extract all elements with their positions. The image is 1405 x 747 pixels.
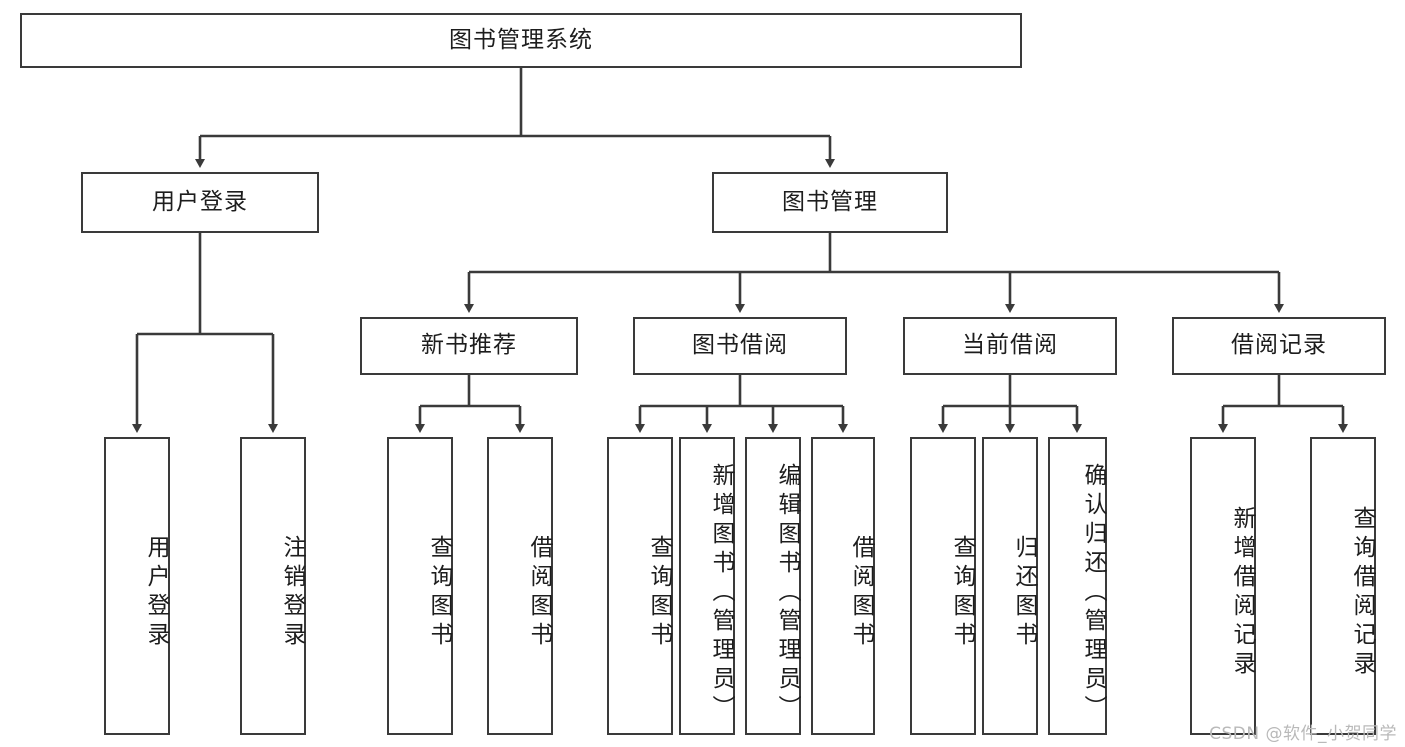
leaf-confirm-return-admin[interactable]: 确认归还（管理员） bbox=[1048, 437, 1107, 735]
leaf-add-borrow-record-label: 新增借阅记录 bbox=[1229, 506, 1255, 680]
node-user-login-label: 用户登录 bbox=[152, 188, 248, 215]
leaf-user-login-label: 用户登录 bbox=[143, 535, 169, 651]
leaf-borrow-book-newbook-label: 借阅图书 bbox=[526, 535, 552, 651]
leaf-query-book-newbook[interactable]: 查询图书 bbox=[387, 437, 453, 735]
node-borrow-record[interactable]: 借阅记录 bbox=[1172, 317, 1386, 375]
leaf-borrow-book-label: 借阅图书 bbox=[848, 535, 874, 651]
leaf-borrow-book-newbook[interactable]: 借阅图书 bbox=[487, 437, 553, 735]
leaf-query-book-borrow[interactable]: 查询图书 bbox=[607, 437, 673, 735]
node-book-borrow[interactable]: 图书借阅 bbox=[633, 317, 847, 375]
node-root[interactable]: 图书管理系统 bbox=[20, 13, 1022, 68]
node-current-borrow-label: 当前借阅 bbox=[962, 332, 1058, 359]
leaf-query-book-borrow-label: 查询图书 bbox=[646, 535, 672, 651]
leaf-add-borrow-record[interactable]: 新增借阅记录 bbox=[1190, 437, 1256, 735]
node-book-management-label: 图书管理 bbox=[782, 188, 878, 215]
leaf-add-book-admin[interactable]: 新增图书（管理员） bbox=[679, 437, 735, 735]
leaf-logout[interactable]: 注销登录 bbox=[240, 437, 306, 735]
leaf-add-book-admin-label: 新增图书（管理员） bbox=[708, 462, 734, 724]
leaf-edit-book-admin-label: 编辑图书（管理员） bbox=[774, 462, 800, 724]
leaf-edit-book-admin[interactable]: 编辑图书（管理员） bbox=[745, 437, 801, 735]
leaf-query-book-current[interactable]: 查询图书 bbox=[910, 437, 976, 735]
leaf-logout-label: 注销登录 bbox=[279, 535, 305, 651]
leaf-return-book[interactable]: 归还图书 bbox=[982, 437, 1038, 735]
leaf-query-borrow-record-label: 查询借阅记录 bbox=[1349, 506, 1375, 680]
node-borrow-record-label: 借阅记录 bbox=[1231, 332, 1327, 359]
leaf-return-book-label: 归还图书 bbox=[1011, 535, 1037, 651]
node-new-book-recommend[interactable]: 新书推荐 bbox=[360, 317, 578, 375]
leaf-user-login[interactable]: 用户登录 bbox=[104, 437, 170, 735]
node-book-management[interactable]: 图书管理 bbox=[712, 172, 948, 233]
node-root-label: 图书管理系统 bbox=[449, 26, 593, 53]
leaf-confirm-return-admin-label: 确认归还（管理员） bbox=[1080, 462, 1106, 724]
leaf-borrow-book[interactable]: 借阅图书 bbox=[811, 437, 875, 735]
leaf-query-book-newbook-label: 查询图书 bbox=[426, 535, 452, 651]
node-current-borrow[interactable]: 当前借阅 bbox=[903, 317, 1117, 375]
leaf-query-book-current-label: 查询图书 bbox=[949, 535, 975, 651]
node-user-login[interactable]: 用户登录 bbox=[81, 172, 319, 233]
leaf-query-borrow-record[interactable]: 查询借阅记录 bbox=[1310, 437, 1376, 735]
node-book-borrow-label: 图书借阅 bbox=[692, 332, 788, 359]
node-new-book-recommend-label: 新书推荐 bbox=[421, 332, 517, 359]
